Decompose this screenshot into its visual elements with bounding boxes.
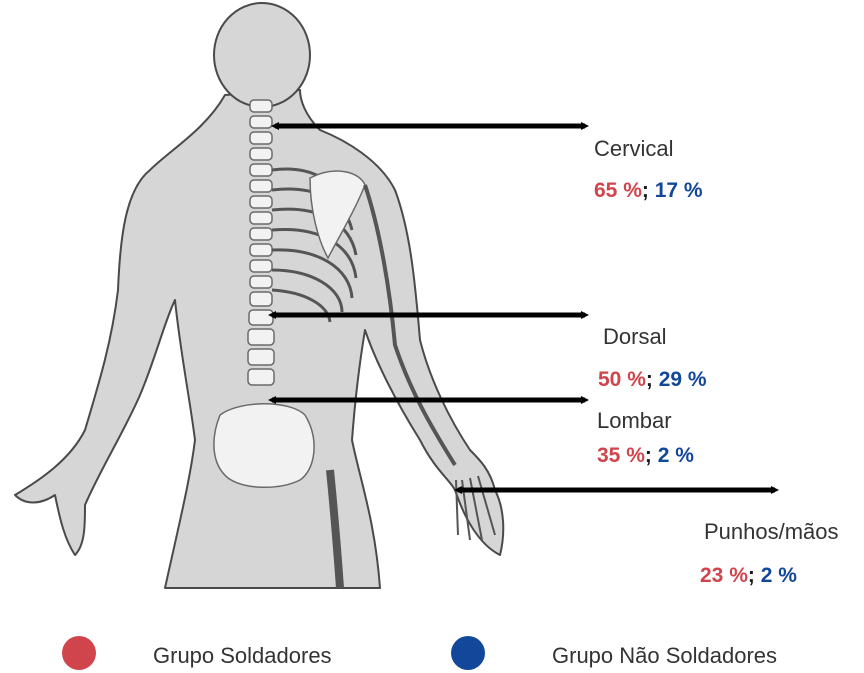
cervical-soldadores-value: 65 % bbox=[594, 179, 642, 202]
legend-soldadores-dot bbox=[62, 636, 96, 670]
value-separator: ; bbox=[748, 564, 755, 587]
punhos-label: Punhos/mãos bbox=[704, 519, 839, 545]
value-separator: ; bbox=[646, 368, 653, 391]
legend-nao-soldadores-dot bbox=[451, 636, 485, 670]
punhos-soldadores-value: 23 % bbox=[700, 564, 748, 587]
value-separator: ; bbox=[645, 444, 652, 467]
cervical-label: Cervical bbox=[594, 136, 673, 162]
cervical-nao-soldadores-value: 17 % bbox=[655, 179, 703, 202]
value-separator: ; bbox=[642, 179, 649, 202]
cervical-values: 65 %; 17 % bbox=[594, 179, 703, 203]
legend-soldadores-label: Grupo Soldadores bbox=[153, 643, 332, 669]
lombar-nao-soldadores-value: 2 % bbox=[658, 444, 694, 467]
punhos-nao-soldadores-value: 2 % bbox=[761, 564, 797, 587]
lombar-values: 35 %; 2 % bbox=[597, 444, 694, 468]
dorsal-values: 50 %; 29 % bbox=[598, 368, 707, 392]
lombar-label: Lombar bbox=[597, 408, 672, 434]
legend-nao-soldadores-label: Grupo Não Soldadores bbox=[552, 643, 777, 669]
dorsal-soldadores-value: 50 % bbox=[598, 368, 646, 391]
lombar-soldadores-value: 35 % bbox=[597, 444, 645, 467]
pelvis bbox=[214, 404, 314, 488]
punhos-values: 23 %; 2 % bbox=[700, 564, 797, 588]
dorsal-nao-soldadores-value: 29 % bbox=[659, 368, 707, 391]
dorsal-label: Dorsal bbox=[603, 324, 667, 350]
